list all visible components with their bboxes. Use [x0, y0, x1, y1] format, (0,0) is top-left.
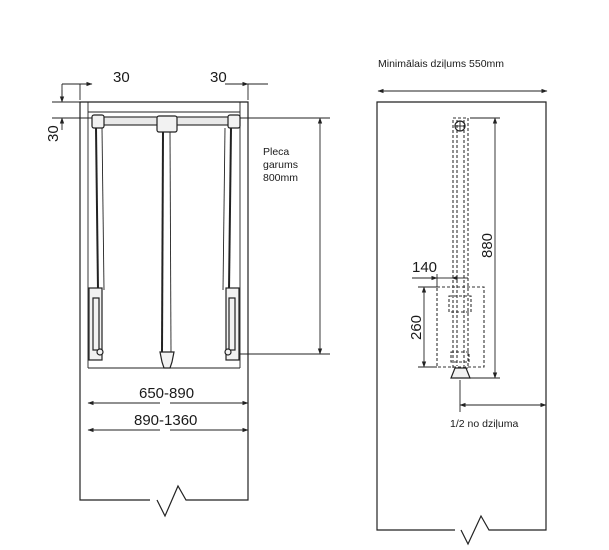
- dim-width-cabinet-label: 890-1360: [134, 412, 197, 429]
- half-depth: 1/2 no dziļuma: [450, 380, 547, 430]
- dim-hook: 260: [408, 286, 437, 368]
- dim-side-right: 30: [210, 69, 268, 100]
- rod-length-line1: Pleca: [263, 146, 289, 158]
- dim-height-label: 880: [479, 233, 496, 258]
- dim-offset-label: 140: [412, 259, 437, 276]
- dim-hook-label: 260: [408, 315, 425, 340]
- side-hook-body: [436, 286, 485, 368]
- side-pole: [448, 117, 472, 379]
- dim-width-rod: 650-890: [87, 385, 249, 406]
- half-depth-label: 1/2 no dziļuma: [450, 418, 518, 430]
- dim-rod-length: Pleca garums 800mm: [240, 117, 330, 355]
- cabinet-side-outline: [376, 101, 547, 546]
- cabinet-outline: [79, 101, 249, 518]
- rod-length-line3: 800mm: [263, 172, 298, 184]
- dim-top: 30: [45, 90, 92, 142]
- top-rod: [91, 114, 241, 133]
- dim-top-label: 30: [45, 125, 62, 142]
- right-mount-arm: [222, 127, 240, 361]
- dim-side-right-label: 30: [210, 69, 227, 86]
- dim-width-cabinet: 890-1360: [87, 412, 249, 433]
- front-view: 30 30 30 Pleca garums 800mm: [45, 69, 330, 518]
- dim-offset: 140: [412, 259, 468, 287]
- side-view: Minimālais dziļums 550mm 880: [376, 58, 548, 546]
- left-mount-arm: [88, 127, 105, 361]
- center-pull-pole: [159, 131, 175, 369]
- rod-length-line2: garums: [263, 159, 298, 171]
- dim-height: 880: [470, 117, 500, 379]
- min-depth-label: Minimālais dziļums 550mm: [378, 58, 504, 70]
- dim-side-left: 30: [61, 69, 130, 100]
- dim-width-rod-label: 650-890: [139, 385, 194, 402]
- dim-side-left-label: 30: [113, 69, 130, 86]
